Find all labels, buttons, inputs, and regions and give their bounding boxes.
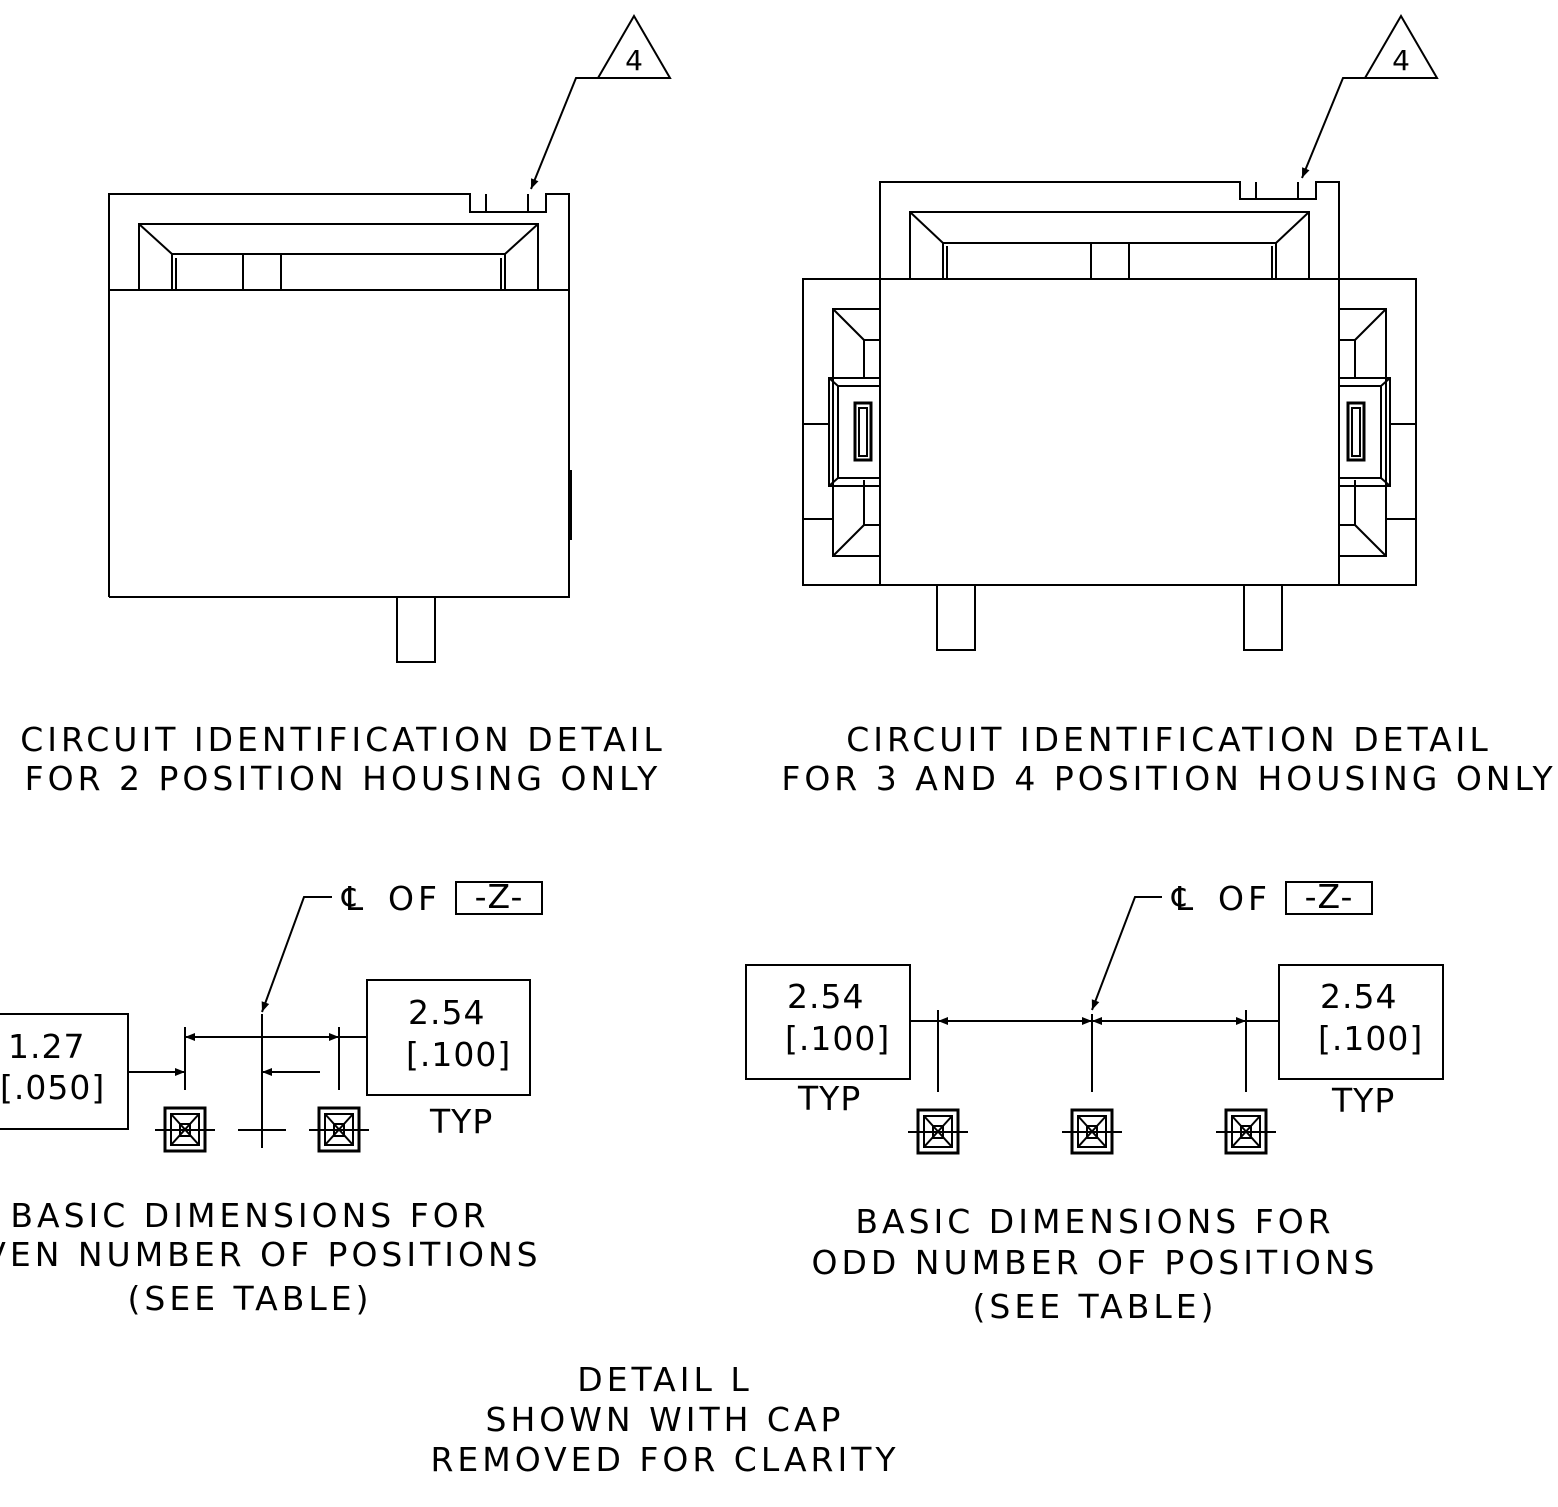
pitch-in-odd-right: [.100]: [1318, 1019, 1423, 1058]
centerline-of-odd: OF: [1218, 879, 1271, 918]
flag-note-label-left: 4: [625, 44, 643, 77]
pitch-mm-odd-left: 2.54: [787, 977, 864, 1016]
detail-caption-line2: SHOWN WITH CAP: [486, 1400, 845, 1439]
caption-odd-line2: ODD NUMBER OF POSITIONS: [811, 1243, 1378, 1282]
caption-even-line1: BASIC DIMENSIONS FOR: [10, 1196, 489, 1235]
caption-odd-line3: (SEE TABLE): [973, 1287, 1218, 1326]
detail-caption-line1: DETAIL L: [577, 1360, 752, 1399]
pad-odd-1: [908, 1108, 968, 1155]
centerline-symbol-odd: ℄: [1171, 879, 1197, 918]
pad-odd-2: [1062, 1108, 1122, 1155]
pad-odd-3: [1216, 1108, 1276, 1155]
caption-even-line3: (SEE TABLE): [128, 1279, 373, 1318]
pitch-in-odd-left: [.100]: [785, 1019, 890, 1058]
typ-odd-left: TYP: [797, 1079, 861, 1118]
two-position-housing-view: 4: [108, 14, 672, 663]
pad-even-1: [155, 1106, 215, 1153]
flag-note-triangle-left: [596, 14, 672, 79]
dim-box-pitch-even: [366, 979, 531, 1096]
caption-three-four-line2: FOR 3 AND 4 POSITION HOUSING ONLY: [781, 759, 1556, 798]
datum-label-even: -Z-: [475, 877, 524, 916]
dim-box-pitch-odd-left: [745, 964, 911, 1080]
caption-odd-line1: BASIC DIMENSIONS FOR: [855, 1202, 1334, 1241]
centerline-symbol-even: ℄: [341, 879, 367, 918]
datum-label-odd: -Z-: [1305, 877, 1354, 916]
half-pitch-mm: 1.27: [8, 1027, 85, 1066]
centerline-of-even: OF: [388, 879, 441, 918]
caption-three-four-line1: CIRCUIT IDENTIFICATION DETAIL: [846, 720, 1492, 759]
three-four-position-housing-view: 4: [802, 14, 1439, 651]
pitch-mm-odd-right: 2.54: [1320, 977, 1397, 1016]
even-positions-dimension-view: ℄ OF -Z- 1.27 [.050] 2.54 [.100] TYP: [0, 877, 543, 1153]
pitch-in-even: [.100]: [406, 1035, 511, 1074]
flag-leader-right: [1301, 77, 1365, 179]
dim-box-pitch-odd-right: [1278, 964, 1444, 1080]
datum-box-even: [455, 881, 543, 915]
flag-leader-left: [530, 77, 598, 190]
caption-two-position-line1: CIRCUIT IDENTIFICATION DETAIL: [20, 720, 666, 759]
pad-even-2: [309, 1106, 369, 1153]
caption-even-line2: EVEN NUMBER OF POSITIONS: [0, 1235, 542, 1274]
typ-even: TYP: [429, 1102, 493, 1141]
dim-box-half-pitch: [0, 1013, 129, 1130]
detail-caption-line3: REMOVED FOR CLARITY: [430, 1440, 899, 1479]
pitch-mm-even: 2.54: [408, 993, 485, 1032]
caption-two-position-line2: FOR 2 POSITION HOUSING ONLY: [25, 759, 662, 798]
typ-odd-right: TYP: [1331, 1081, 1395, 1120]
flag-note-triangle-right: [1363, 14, 1439, 79]
flag-note-label-right: 4: [1392, 44, 1410, 77]
half-pitch-in: [.050]: [0, 1068, 105, 1107]
datum-box-odd: [1285, 881, 1373, 915]
odd-positions-dimension-view: ℄ OF -Z- 2.54 [.100] TYP 2.54 [.100] TYP: [745, 877, 1444, 1155]
